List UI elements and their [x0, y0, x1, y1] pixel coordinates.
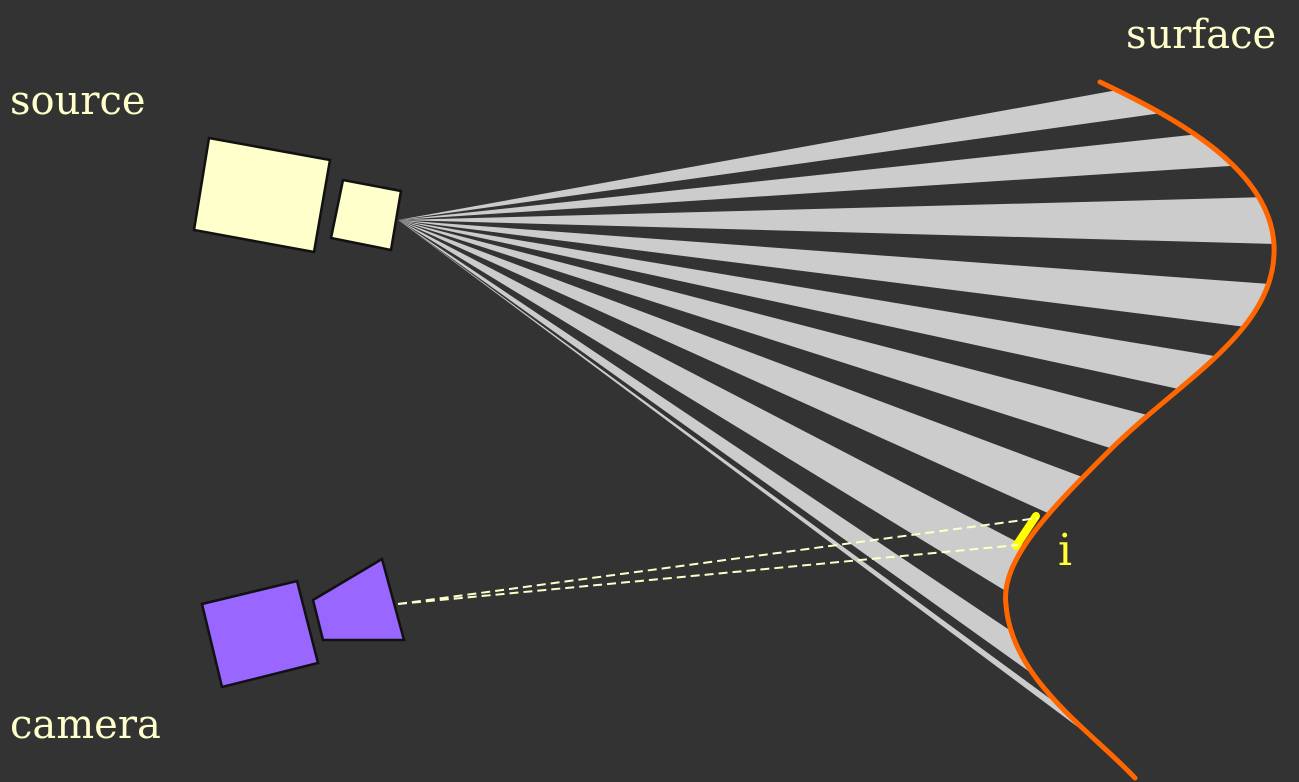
camera-ray-upper [397, 517, 1039, 605]
surface-label: surface [1126, 12, 1276, 58]
source-label: source [10, 78, 146, 124]
light-stripe [398, 220, 1025, 592]
light-stripe [398, 134, 1234, 220]
camera-icon [200, 557, 406, 689]
camera-rays [397, 517, 1039, 605]
intersection-label: i [1058, 525, 1072, 576]
camera-ray-lower [397, 544, 1019, 605]
light-stripe [398, 220, 1269, 327]
projector-lens [329, 178, 403, 252]
light-stripe [398, 220, 1034, 675]
light-stripe [398, 220, 1096, 741]
light-stripe [398, 220, 1217, 390]
projected-stripes [398, 90, 1274, 741]
surface-curve [1003, 79, 1277, 781]
light-stripe [398, 197, 1274, 244]
projector-body [192, 136, 332, 254]
light-stripe [398, 220, 1149, 449]
projector-icon [192, 136, 403, 254]
light-stripe [398, 90, 1161, 220]
camera-lens [311, 557, 406, 642]
light-stripe [398, 220, 1083, 514]
surface-point-highlight [1012, 512, 1040, 550]
camera-body [200, 579, 320, 689]
camera-label: camera [10, 702, 161, 748]
